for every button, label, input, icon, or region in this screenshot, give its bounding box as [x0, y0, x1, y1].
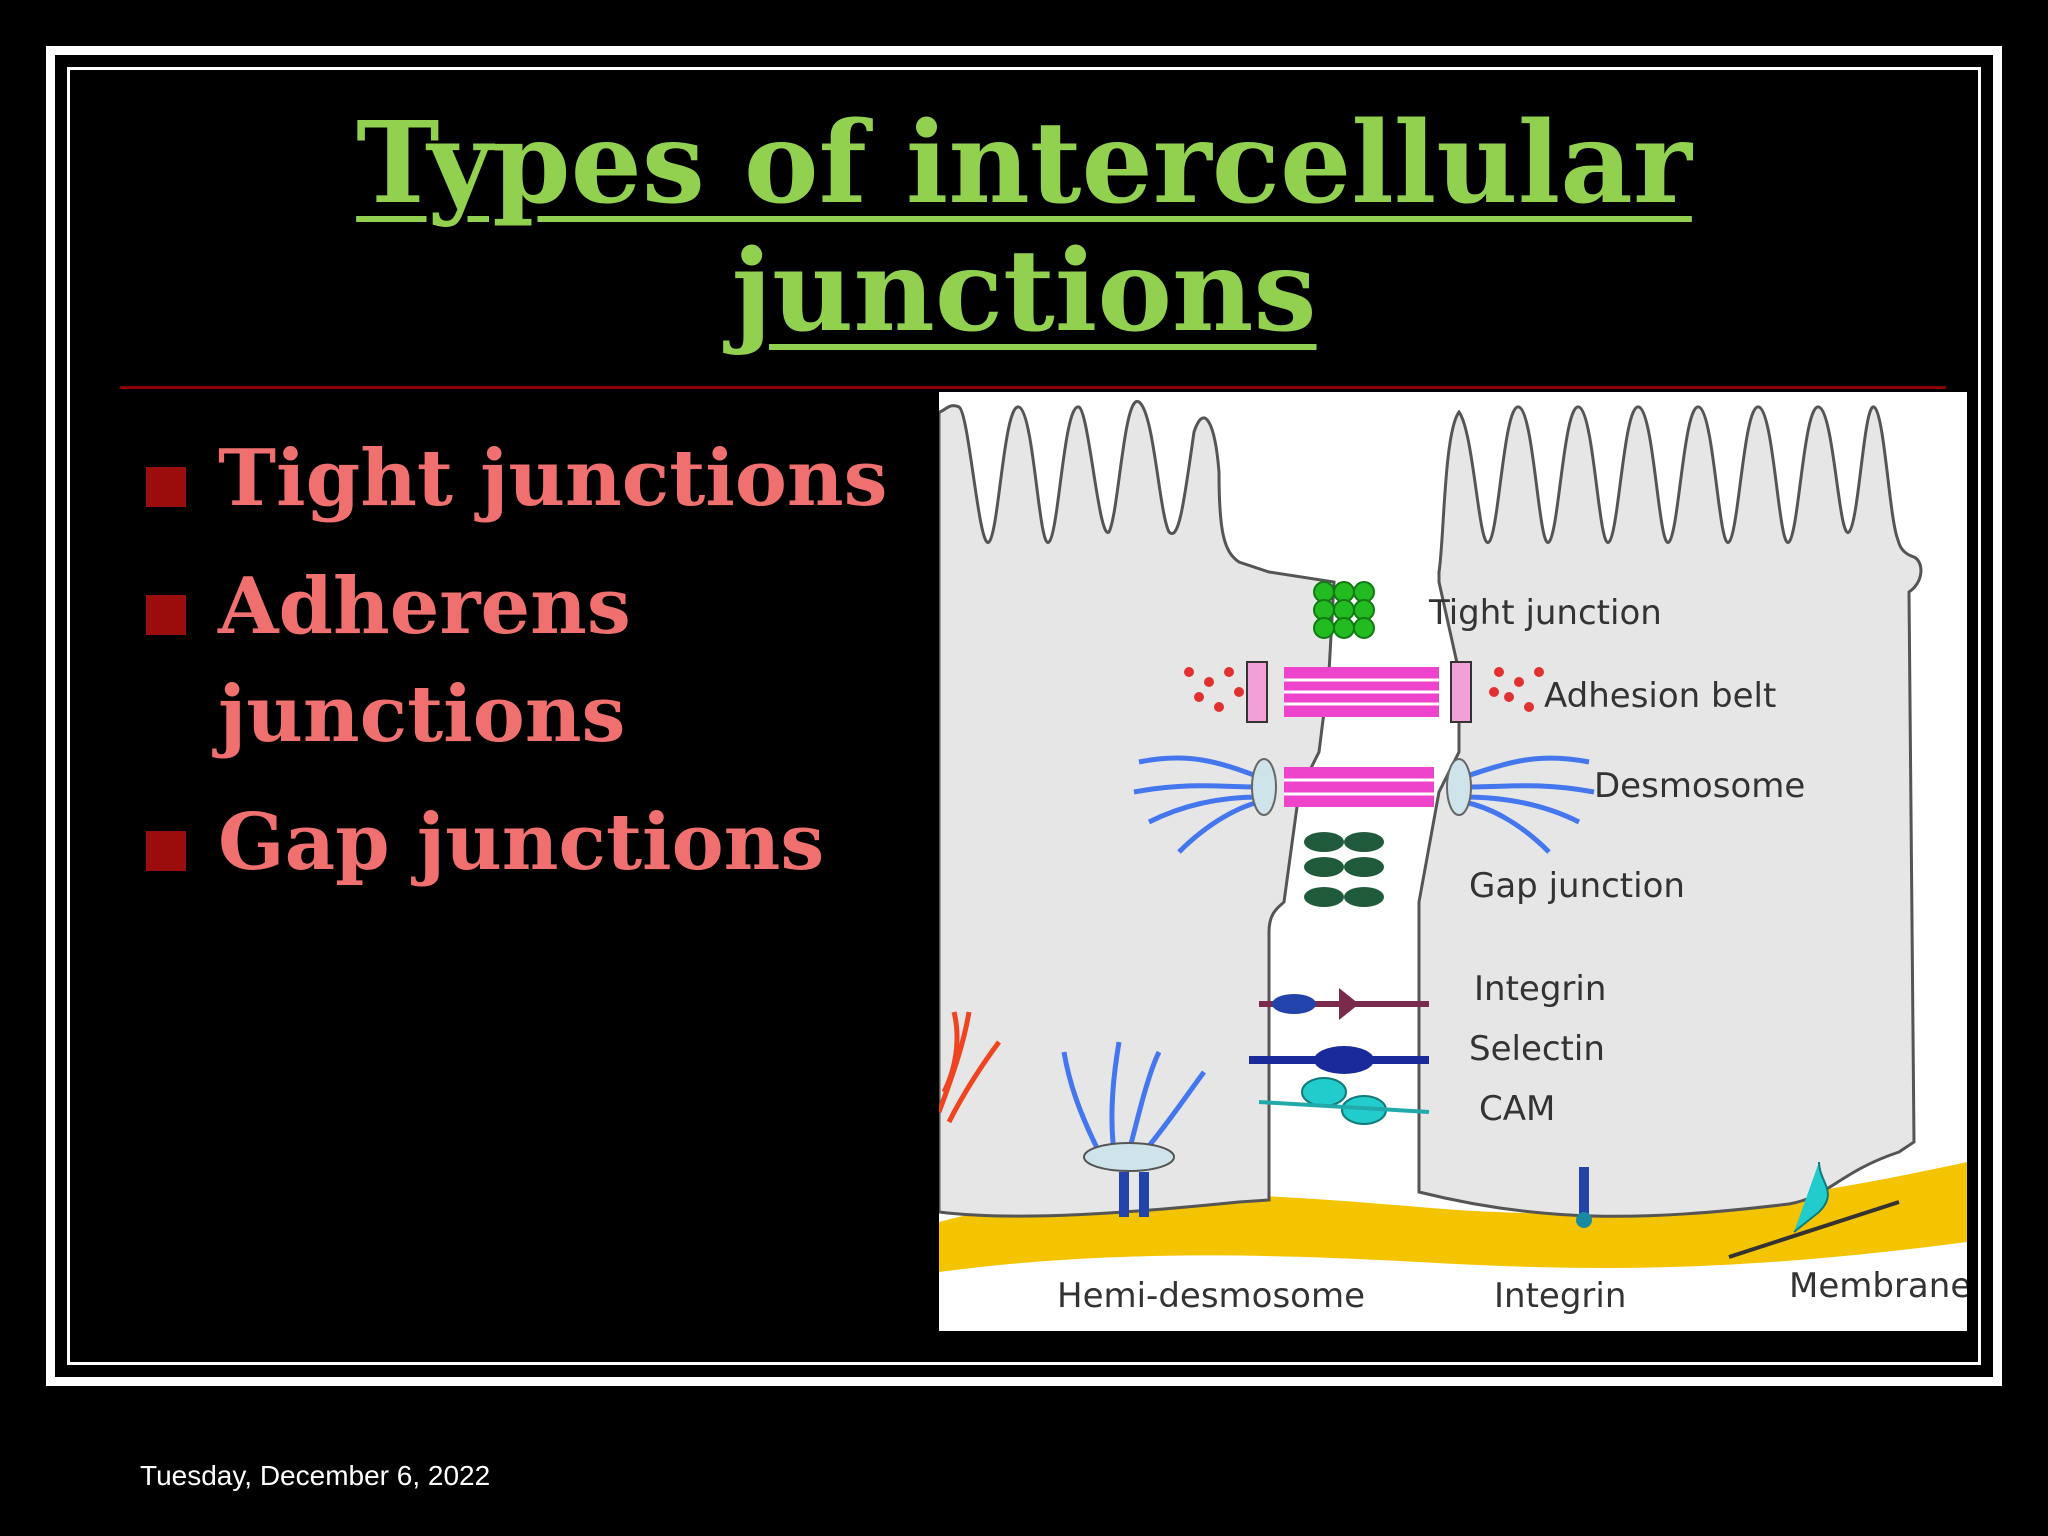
bullet-square-icon	[146, 831, 186, 871]
slide-outer-border	[46, 46, 2002, 1386]
hemidesmosome	[1061, 1041, 1207, 1217]
label-integrin-upper: Integrin	[1474, 969, 1606, 1009]
membrane-receptor	[1728, 1161, 1900, 1259]
slide-title: Types of intercellular junctions	[0, 100, 2048, 356]
junction-diagram-svg: Tight junction Adhesion belt Desmosome G…	[939, 400, 1967, 1316]
label-selectin: Selectin	[1469, 1029, 1605, 1069]
label-integrin-lower: Integrin	[1494, 1276, 1626, 1316]
bullet-item: Tight junctions	[140, 425, 900, 533]
bullet-item: Adherens junctions	[140, 553, 900, 769]
bullet-square-icon	[146, 467, 186, 507]
cam-molecule	[1258, 1077, 1430, 1125]
bullet-item: Gap junctions	[140, 789, 900, 897]
red-fibers	[939, 1011, 1002, 1124]
bullet-square-icon	[146, 595, 186, 635]
left-cell	[939, 400, 1336, 1218]
bullet-text: Adherens junctions	[218, 561, 631, 760]
bullet-text: Gap junctions	[218, 797, 825, 888]
label-hemi-desmosome: Hemi-desmosome	[1057, 1276, 1365, 1316]
title-line-1: Types of intercellular	[356, 98, 1692, 229]
label-gap-junction: Gap junction	[1469, 866, 1685, 906]
bullet-text: Tight junctions	[218, 433, 888, 524]
integrin-upper-molecule	[1259, 988, 1429, 1020]
integrin-lower-molecule	[1576, 1167, 1592, 1228]
gap-junction	[1304, 832, 1384, 907]
title-line-2: junctions	[731, 226, 1317, 357]
slide-inner-border	[67, 67, 1981, 1365]
right-cell	[1417, 405, 1923, 1218]
selectin-molecule	[1249, 1046, 1429, 1074]
label-cam: CAM	[1479, 1089, 1555, 1129]
tight-junction	[1313, 581, 1375, 639]
label-tight-junction: Tight junction	[1428, 593, 1662, 633]
adhesion-belt	[1184, 661, 1544, 723]
bullet-list: Tight junctions Adherens junctions Gap j…	[140, 425, 900, 917]
junction-diagram: Tight junction Adhesion belt Desmosome G…	[939, 392, 1967, 1331]
footer-date: Tuesday, December 6, 2022	[140, 1460, 491, 1491]
basement-membrane	[939, 1162, 1967, 1272]
label-adhesion-belt: Adhesion belt	[1544, 676, 1776, 716]
label-membrane: Membrane	[1789, 1266, 1967, 1306]
desmosome	[1133, 755, 1595, 854]
title-divider	[120, 386, 1946, 389]
label-desmosome: Desmosome	[1594, 766, 1805, 806]
